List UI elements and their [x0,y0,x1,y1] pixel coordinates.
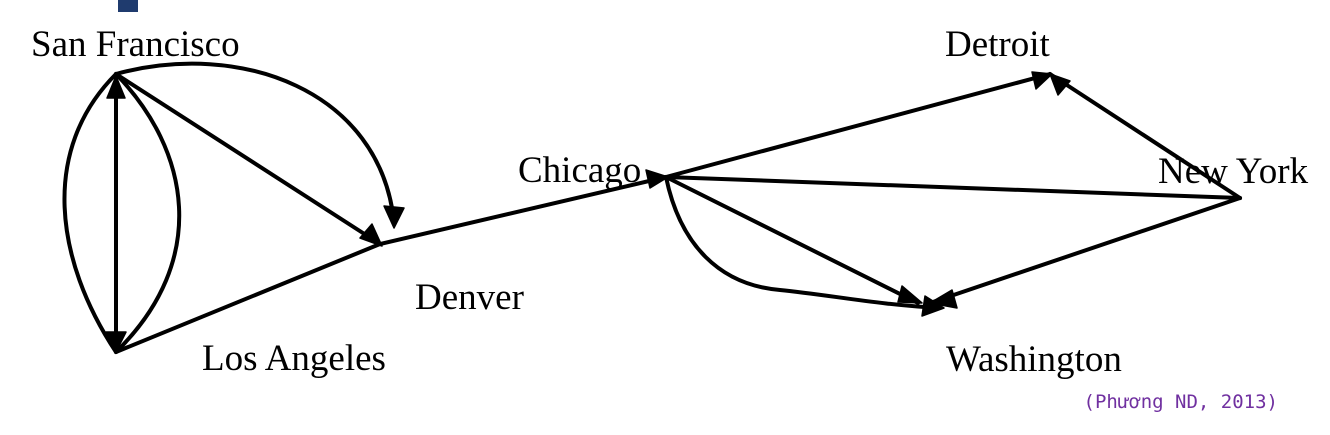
arrowhead-washington-straight [897,285,923,304]
edge-layer [62,61,1242,354]
arrowhead-denver [359,223,383,247]
arrowhead-sf [106,75,126,99]
label-chicago: Chicago [518,150,641,191]
edge-sf-la-curve-east [114,72,182,354]
edge-newyork-chicago [664,175,1242,200]
label-layer: San Francisco Los Angeles Denver Chicago… [31,24,1309,380]
label-san-francisco: San Francisco [31,24,240,65]
edge-sf-la-curve-west [62,72,118,354]
edge-denver-la [114,242,382,354]
label-detroit: Detroit [945,24,1051,65]
edge-denver-chicago [378,175,668,246]
arrowhead-denver-arc [383,205,405,229]
label-new-york: New York [1158,151,1309,192]
arrowhead-la [105,331,127,353]
citation: (Phương ND, 2013) [1083,391,1278,413]
edge-sf-denver-arc [114,61,396,224]
edge-chicago-washington [664,175,920,305]
label-denver: Denver [415,277,524,318]
edge-sf-denver [114,72,382,246]
edge-newyork-washington [928,196,1242,305]
arrowhead-detroit-from-chicago [1031,71,1053,90]
label-washington: Washington [946,339,1122,380]
arrowhead-washington-newyork [929,289,958,309]
label-los-angeles: Los Angeles [202,338,386,379]
arrowhead-chicago [645,169,669,189]
edge-chicago-washington-curve [664,175,942,310]
arrowhead-detroit-from-newyork [1049,73,1071,96]
arrowhead-layer [105,71,1071,353]
edge-newyork-detroit [1048,72,1242,200]
heading-fragment [118,0,138,12]
edge-chicago-detroit [664,72,1052,179]
